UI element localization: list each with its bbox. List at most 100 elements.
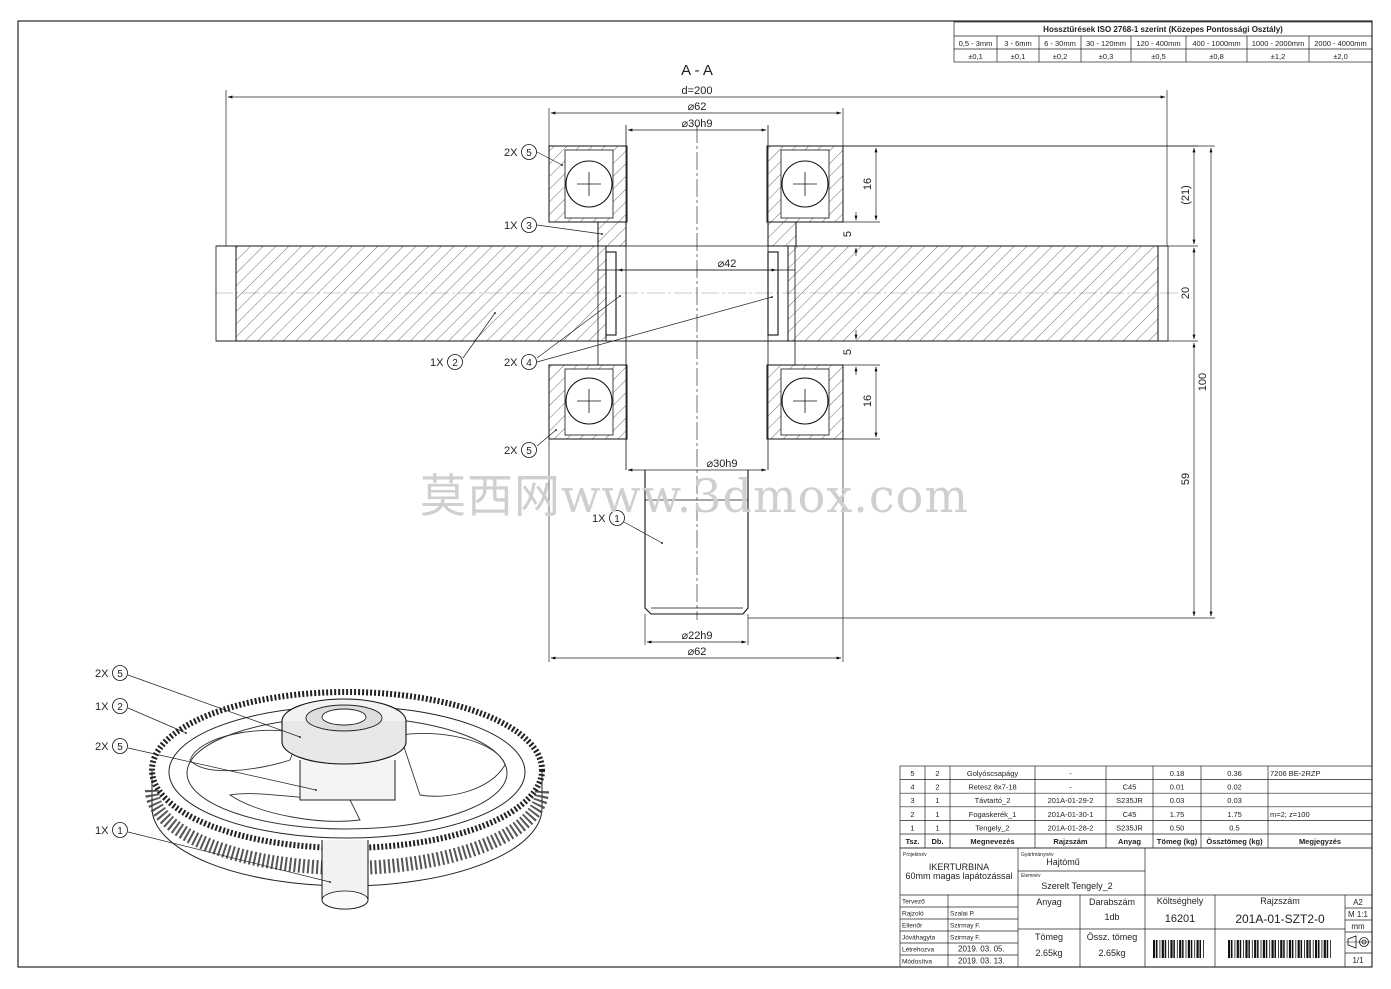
barcode-drawingno xyxy=(1228,940,1331,958)
role-label: Jóváhagyta xyxy=(902,935,936,942)
callout-2x5-top: 2X 5 xyxy=(504,144,563,166)
svg-text:2X: 2X xyxy=(95,668,109,680)
project-name-line1: IKERTURBINA xyxy=(929,862,989,872)
role-name: 2019. 03. 13. xyxy=(958,957,1005,966)
costcenter-value: 16201 xyxy=(1165,913,1196,925)
bom-cell: 1 xyxy=(935,823,939,832)
element-label: Elemnév xyxy=(1021,873,1041,879)
bom-cell: 0.18 xyxy=(1170,769,1185,778)
iso-callout-2x5-b: 2X 5 xyxy=(95,738,317,791)
iso-callout-1x1: 1X 1 xyxy=(95,822,331,883)
bearing-bottom-left xyxy=(548,364,628,440)
bom-header: Rajzszám xyxy=(1053,837,1088,846)
svg-text:2X: 2X xyxy=(504,357,518,369)
bom-header: Megjegyzés xyxy=(1299,837,1341,846)
key-right xyxy=(767,251,779,336)
bom-header: Db. xyxy=(931,837,943,846)
role-name: Szalai P. xyxy=(950,911,975,918)
tolerance-range: 6 - 30mm xyxy=(1044,39,1076,48)
bom-cell: Távtartó_2 xyxy=(975,796,1011,805)
section-title: A - A xyxy=(681,62,713,79)
section-view: A - A xyxy=(215,62,1215,662)
isometric-view: 2X 5 1X 2 2X 5 1X 1 xyxy=(95,665,549,910)
svg-text:2X: 2X xyxy=(95,741,109,753)
dim-16-top: 16 xyxy=(862,178,874,190)
material-label: Anyag xyxy=(1036,897,1062,907)
bom-header: Megnevezés xyxy=(970,837,1014,846)
tolerance-title: Hossztűrések ISO 2768-1 szerint (Közepes… xyxy=(1043,25,1283,34)
svg-text:1: 1 xyxy=(117,826,123,837)
svg-text:2: 2 xyxy=(117,702,123,713)
bom-cell: 0.50 xyxy=(1170,823,1185,832)
sheet-border xyxy=(17,20,1373,968)
svg-text:2: 2 xyxy=(452,358,458,369)
callout-2x5-bottom: 2X 5 xyxy=(504,429,557,458)
group-value: Hajtómű xyxy=(1046,857,1080,867)
bom-header: Tsz. xyxy=(905,837,919,846)
dim-d200: d=200 xyxy=(682,85,713,97)
dim-5-top: 5 xyxy=(842,231,854,237)
svg-text:5: 5 xyxy=(117,742,123,753)
svg-text:5: 5 xyxy=(117,669,123,680)
tolerance-range: 120 - 400mm xyxy=(1136,39,1180,48)
drawingno-label: Rajzszám xyxy=(1260,896,1300,906)
bom-cell: 0.36 xyxy=(1227,769,1242,778)
role-name: 2019. 03. 05. xyxy=(958,945,1005,954)
bom-cell: 0.03 xyxy=(1170,796,1185,805)
svg-text:5: 5 xyxy=(526,446,532,457)
svg-text:3: 3 xyxy=(526,221,532,232)
dim-21: (21) xyxy=(1180,185,1192,205)
bom-cell: Fogaskerék_1 xyxy=(969,810,1017,819)
bom-cell: 2 xyxy=(910,810,914,819)
role-label: Rajzoló xyxy=(902,911,924,918)
tolerance-value: ±0,1 xyxy=(1011,52,1026,61)
dim-100: 100 xyxy=(1197,373,1209,391)
svg-text:1X: 1X xyxy=(95,825,109,837)
svg-text:2X: 2X xyxy=(504,445,518,457)
bom-cell: 2 xyxy=(935,769,939,778)
bom-cell: C45 xyxy=(1123,810,1137,819)
bom-cell: - xyxy=(1069,769,1072,778)
bom-cell: 0.5 xyxy=(1229,823,1239,832)
bom-cell: 5 xyxy=(910,769,914,778)
barcode-costcenter xyxy=(1153,940,1204,958)
dim-16-bot: 16 xyxy=(862,395,874,407)
bom-cell: 1 xyxy=(935,810,939,819)
bom-cell: Tengely_2 xyxy=(975,823,1009,832)
callout-1x3: 1X 3 xyxy=(504,217,603,235)
bom-cell: S235JR xyxy=(1116,823,1143,832)
bom-cell: - xyxy=(1069,783,1072,792)
bom-cell: Golyóscsapágy xyxy=(967,769,1019,778)
bom-cell: 4 xyxy=(910,783,914,792)
dim-5-bot: 5 xyxy=(842,349,854,355)
bom-cell: S235JR xyxy=(1116,796,1143,805)
key-left xyxy=(605,251,617,336)
bearing-bottom-right xyxy=(766,364,844,440)
tolerance-value: ±0,1 xyxy=(968,52,983,61)
bearing-top-left xyxy=(548,145,628,223)
dim-phi62-bot: ⌀62 xyxy=(688,646,707,658)
totalmass-label: Össz. tömeg xyxy=(1087,932,1138,942)
svg-text:4: 4 xyxy=(526,358,532,369)
bom-cell: 1 xyxy=(935,796,939,805)
tolerance-value: ±0,3 xyxy=(1099,52,1114,61)
spacer-left xyxy=(597,221,627,247)
title-block: Projektnév IKERTURBINA 60mm magas lapáto… xyxy=(899,847,1373,968)
bom-cell: 7206 BE-2RZP xyxy=(1270,769,1320,778)
callout-2x4: 2X 4 xyxy=(504,295,773,370)
tolerance-range: 1000 - 2000mm xyxy=(1252,39,1305,48)
tolerance-value: ±0,2 xyxy=(1053,52,1068,61)
group-label: Gyártmánynév xyxy=(1021,852,1054,858)
svg-text:1X: 1X xyxy=(95,701,109,713)
svg-text:5: 5 xyxy=(526,148,532,159)
bom-cell: 201A-01-29-2 xyxy=(1048,796,1094,805)
tolerance-range: 30 - 120mm xyxy=(1086,39,1126,48)
bom-header: Tömeg (kg) xyxy=(1157,837,1198,846)
dim-59: 59 xyxy=(1180,473,1192,485)
spacer-right xyxy=(767,221,797,247)
role-label: Módosítva xyxy=(902,959,932,966)
mass-label: Tömeg xyxy=(1035,932,1063,942)
dim-phi42: ⌀42 xyxy=(718,258,737,270)
unit-value: mm xyxy=(1351,922,1365,931)
